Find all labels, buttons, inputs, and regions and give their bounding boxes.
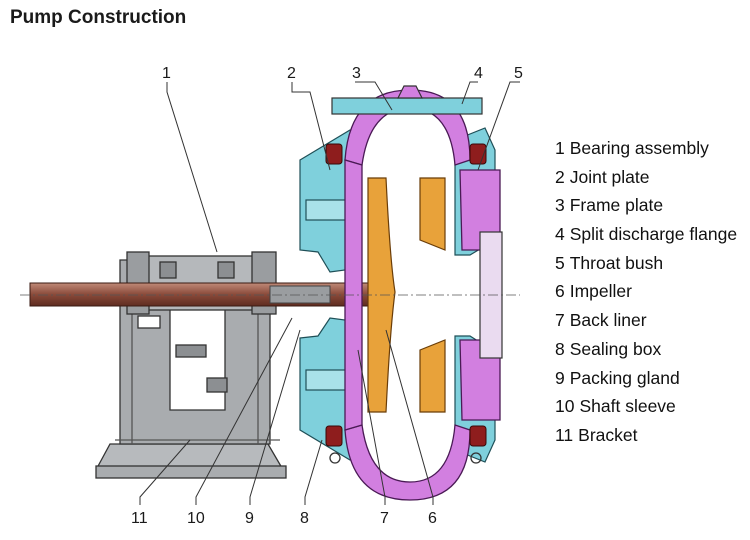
shaft — [29, 282, 381, 307]
callout-10: 10 — [187, 510, 205, 527]
page-title: Pump Construction — [10, 7, 187, 28]
callout-11: 11 — [131, 510, 148, 527]
callout-8: 8 — [300, 510, 309, 527]
callout-5: 5 — [514, 65, 523, 82]
callout-6: 6 — [428, 510, 437, 527]
callout-9: 9 — [245, 510, 254, 527]
callout-1: 1 — [162, 65, 171, 82]
callout-3: 3 — [352, 65, 361, 82]
callout-4: 4 — [474, 65, 483, 82]
frame-plate-casing — [344, 89, 501, 501]
leader-lines — [139, 81, 520, 505]
callout-2: 2 — [287, 65, 296, 82]
seal-rings — [325, 143, 487, 447]
lifting-eyes — [329, 452, 482, 464]
callout-7: 7 — [380, 510, 389, 527]
